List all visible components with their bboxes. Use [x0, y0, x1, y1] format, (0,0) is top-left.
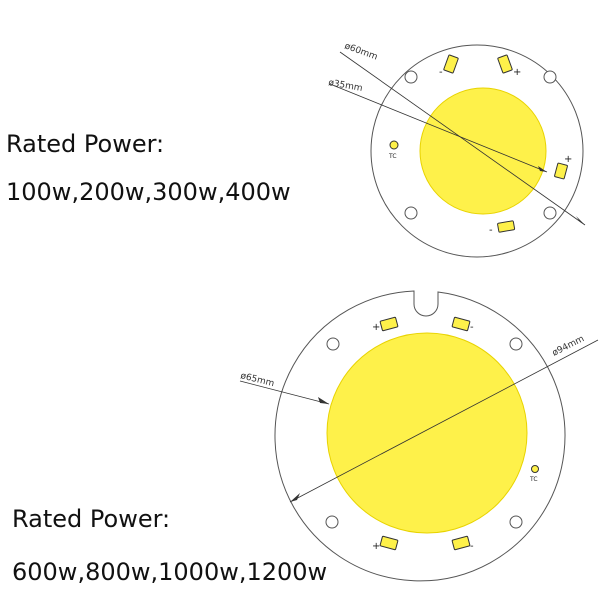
- bottom-dim-arrow: [318, 397, 329, 404]
- top-mount-hole: [543, 206, 557, 220]
- bottom-solder-pad: [451, 316, 471, 332]
- bottom-rated-power-title: Rated Power:: [12, 505, 171, 533]
- bottom-plus-mark-lower: +: [372, 541, 380, 552]
- bottom-mount-hole: [509, 515, 523, 529]
- bottom-power-ratings: 600w,800w,1000w,1200w: [12, 558, 328, 586]
- top-minus-mark: -: [439, 67, 443, 78]
- top-solder-pad: [443, 54, 459, 74]
- top-minus-mark-bottom: -: [489, 225, 493, 236]
- top-led-emitter: [419, 87, 547, 215]
- top-mount-hole: [543, 70, 557, 84]
- top-outer-dim-line: [339, 51, 586, 226]
- top-inner-dim-label: ø35mm: [327, 78, 363, 94]
- bottom-led-emitter: [326, 332, 528, 534]
- bottom-inner-dim-label: ø65mm: [239, 371, 275, 389]
- bottom-outer-dim-label: ø94mm: [551, 334, 586, 359]
- top-outer-dim-label: ø60mm: [343, 41, 379, 62]
- top-dim-arrow: [576, 216, 585, 225]
- top-mount-hole: [404, 206, 418, 220]
- bottom-tc-label: TC: [529, 476, 538, 483]
- bottom-minus-mark: -: [470, 322, 474, 333]
- bottom-tc-pad: [531, 465, 539, 473]
- bottom-solder-pad: [379, 535, 399, 551]
- bottom-mount-hole: [326, 337, 340, 351]
- top-power-ratings: 100w,200w,300w,400w: [6, 178, 291, 206]
- bottom-inner-dim-line: [239, 380, 330, 405]
- top-cob-module: - + - + TC ø60mm ø35mm: [327, 41, 586, 258]
- bottom-mount-hole: [325, 515, 339, 529]
- top-solder-pad: [497, 54, 513, 74]
- bottom-outer-dim-line: [289, 339, 599, 503]
- top-plus-mark: +: [513, 67, 521, 78]
- bottom-plus-mark: +: [372, 322, 380, 333]
- top-solder-pad: [554, 162, 568, 180]
- top-plus-mark-right: +: [564, 154, 572, 165]
- top-solder-pad: [497, 220, 516, 233]
- bottom-dim-arrow: [290, 493, 300, 502]
- top-dim-arrow: [538, 166, 547, 172]
- bottom-cob-module: + - + - TC ø94mm ø65mm: [239, 290, 599, 582]
- bottom-solder-pad: [379, 316, 399, 332]
- top-rated-power-title: Rated Power:: [6, 130, 165, 158]
- bottom-solder-pad: [451, 535, 471, 551]
- bottom-mount-hole: [509, 337, 523, 351]
- bottom-minus-mark-lower: -: [470, 541, 474, 552]
- top-inner-dim-line: [329, 83, 548, 173]
- top-mount-hole: [404, 70, 418, 84]
- top-tc-pad: [389, 140, 399, 150]
- top-tc-label: TC: [388, 153, 397, 160]
